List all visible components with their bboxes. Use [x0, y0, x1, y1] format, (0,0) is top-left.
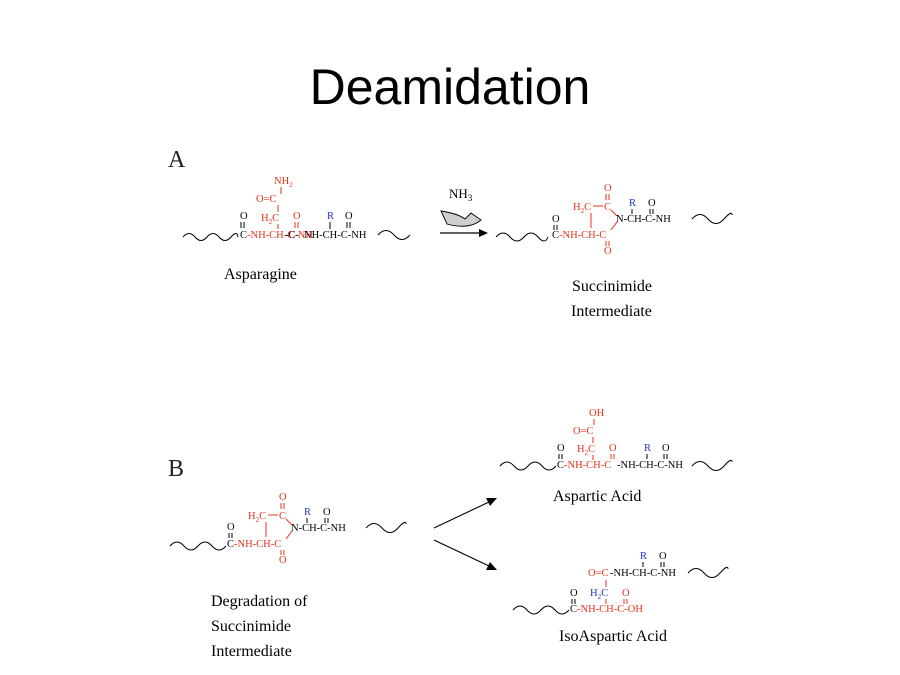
carboxyl-co: O=C — [573, 426, 594, 437]
succinimide-label-line1: Succinimide — [572, 278, 652, 295]
ammonia-release-curl — [440, 210, 482, 227]
side-chain-h2c: H2C — [577, 444, 595, 457]
backbone-wave-left — [495, 232, 549, 242]
backbone-carbon: C — [227, 539, 234, 550]
ammonia-label: NH3 — [449, 186, 473, 203]
arrow-head — [486, 562, 497, 570]
side-chain-h2c: H2C — [261, 213, 279, 226]
backbone-carbon: C — [240, 230, 247, 241]
ring-bond — [610, 209, 618, 217]
backbone-wave-right — [691, 212, 733, 224]
carbonyl-o: O — [345, 211, 353, 222]
carbonyl-o: O — [659, 551, 667, 562]
backbone-wave-right — [365, 521, 407, 533]
asparagine-label: Asparagine — [224, 266, 297, 283]
panel-a-letter: A — [168, 147, 186, 173]
ring-bond — [610, 221, 618, 231]
ring-carbonyl-c: C — [604, 202, 611, 213]
degradation-label-line1: Degradation of — [211, 593, 308, 610]
ring-carbonyl-o-top: O — [604, 183, 612, 194]
carbonyl-o: O — [570, 588, 578, 599]
backbone-segment: N-CH-C-NH — [291, 523, 346, 534]
r-group: R — [327, 211, 334, 222]
carbonyl-o: O — [557, 443, 565, 454]
isoaspartic-acid-structure: R O O=C -NH-CH-C-NH H2C O C -NH-CH-C-OH … — [512, 551, 729, 615]
ring-bond — [285, 518, 293, 526]
arrow-head — [479, 229, 488, 237]
reaction-arrow-to-isoaspartic — [433, 539, 490, 567]
asparagine-structure: O C -NH-CH-C-NH NH2 O=C H2C O -C- NH-CH-… — [182, 176, 411, 241]
backbone-wave-left — [512, 605, 570, 615]
reaction-arrow-to-aspartic — [433, 501, 490, 529]
ring-h2c: H2C — [248, 511, 266, 524]
ring-carbonyl-c: C — [279, 511, 286, 522]
asn-backbone-segment: -NH-CH-C-NH — [247, 230, 313, 241]
ring-carbonyl-o-bottom: O — [279, 555, 287, 566]
side-chain-amide-co: O=C — [256, 194, 277, 205]
backbone-wave-left — [169, 541, 227, 551]
ring-carbonyl-o-top: O — [279, 492, 287, 503]
panel-b-letter: B — [168, 456, 184, 482]
succinimide-degradation-structure: O C -NH-CH-C H2C C O O N-CH-C-NH R O — [169, 492, 407, 566]
r-group: R — [644, 443, 651, 454]
r-group: R — [304, 507, 311, 518]
degradation-label-line3: Intermediate — [211, 643, 292, 660]
degradation-label-line2: Succinimide — [211, 618, 291, 635]
isoaspartic-acid-label: IsoAspartic Acid — [559, 628, 667, 645]
carboxyl-oh: OH — [589, 408, 605, 419]
backbone-wave-right — [377, 230, 411, 240]
backbone-segment: -C- — [285, 230, 300, 241]
ring-segment: -NH-CH-C — [559, 230, 606, 241]
ring-h2c: H2C — [573, 202, 591, 215]
backbone-segment: NH-CH-C-NH — [304, 230, 367, 241]
carbonyl-o: O — [227, 522, 235, 533]
ring-segment: -NH-CH-C — [234, 539, 281, 550]
carbonyl-o: O — [648, 198, 656, 209]
side-chain-nh2: NH2 — [274, 176, 293, 189]
carbonyl-o: O — [552, 214, 560, 225]
backbone-segment: -NH-CH-C-NH — [610, 568, 676, 579]
r-group: R — [640, 551, 647, 562]
backbone-segment: -NH-CH-C-NH — [617, 460, 683, 471]
backbone-carbon: C — [552, 230, 559, 241]
aspartic-acid-structure: O C -NH-CH-C OH O=C H2C O -NH-CH-C-NH R … — [499, 408, 733, 471]
carbonyl-o: O — [662, 443, 670, 454]
side-chain-h2c: H2C — [590, 588, 608, 601]
succinimide-label-line2: Intermediate — [571, 303, 652, 320]
carbonyl-o: O — [293, 211, 301, 222]
succinimide-structure: O C -NH-CH-C H2C C O O N-CH-C-NH R O — [495, 183, 733, 257]
backbone-wave-right — [691, 459, 733, 471]
backbone-wave-left — [182, 233, 239, 241]
backbone-segment: N-CH-C-NH — [616, 214, 671, 225]
carbonyl-o: O — [323, 507, 331, 518]
r-group: R — [629, 198, 636, 209]
ring-carbonyl-o-bottom: O — [604, 246, 612, 257]
arrow-head — [486, 498, 497, 506]
carbonyl-o: O — [240, 211, 248, 222]
backbone-carbon: C — [570, 604, 577, 615]
backbone-wave-left — [499, 461, 557, 471]
ring-bond — [285, 530, 293, 540]
aspartic-acid-label: Aspartic Acid — [553, 488, 641, 505]
side-chain-co: O=C — [588, 568, 609, 579]
carbonyl-o: O — [622, 588, 630, 599]
asp-backbone-segment: -NH-CH-C — [564, 460, 611, 471]
slide-title: Deamidation — [309, 59, 591, 115]
backbone-carbon: C — [557, 460, 564, 471]
carbonyl-o: O — [609, 443, 617, 454]
backbone-wave-right — [687, 566, 729, 578]
isoasp-backbone-segment: -NH-CH-C-OH — [577, 604, 643, 615]
